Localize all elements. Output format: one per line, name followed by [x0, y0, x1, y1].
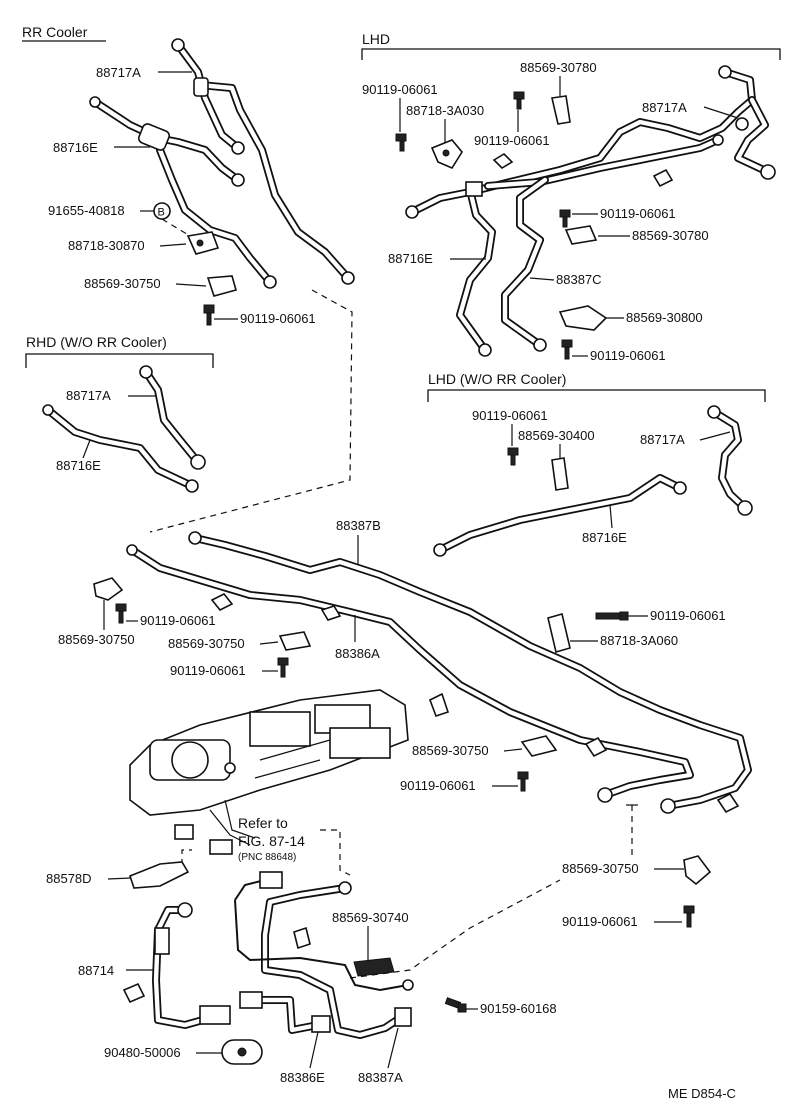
- label-88718-3a060: 88718-3A060: [600, 633, 678, 648]
- lhd-bolt-a: [395, 133, 407, 152]
- lhd-wo-pipes: [433, 405, 753, 557]
- label-main-88569-30750-c: 88569-30750: [412, 743, 489, 758]
- label-lhd-88717a: 88717A: [642, 100, 687, 115]
- label-rr-91655-40818: 91655-40818: [48, 203, 125, 218]
- lhdwo-bolt: [507, 447, 519, 466]
- rr-clamp-88718-30870: [186, 231, 220, 255]
- label-rr-90119-06061: 90119-06061: [240, 311, 316, 326]
- label-lhd-90119-c: 90119-06061: [600, 206, 676, 221]
- label-90480-50006: 90480-50006: [104, 1045, 181, 1060]
- label-lhd-90119-b: 90119-06061: [474, 133, 550, 148]
- lhd-bolt-d: [561, 339, 573, 360]
- main-bolt-c: [517, 771, 529, 792]
- rr-bolt-90119: [203, 304, 215, 326]
- section-title-rhd-wo: RHD (W/O RR Cooler): [26, 334, 167, 350]
- main-clip-c: [584, 736, 740, 814]
- rr-clamp-88569-30750: [206, 275, 237, 297]
- label-88387b: 88387B: [336, 518, 381, 533]
- main-bolt-b: [277, 657, 289, 678]
- rr-marker-b: B: [158, 207, 165, 219]
- section-title-rr-cooler: RR Cooler: [22, 24, 88, 40]
- section-title-lhd-wo: LHD (W/O RR Cooler): [428, 371, 566, 387]
- label-lhd-88718-3a030: 88718-3A030: [406, 103, 484, 118]
- lhd-bracket: [361, 48, 781, 60]
- rhd-wo-pipes: [42, 365, 206, 493]
- grommet-90480-50006: [221, 1039, 263, 1065]
- lhd-bolt-c: [559, 209, 571, 228]
- label-main-90119-c: 90119-06061: [400, 778, 476, 793]
- label-lhd-88569-30800: 88569-30800: [626, 310, 703, 325]
- label-88387a: 88387A: [358, 1070, 403, 1085]
- label-main-90119-b: 90119-06061: [170, 663, 246, 678]
- rr-cooler-pipes: [89, 38, 355, 289]
- main-clip-a: [210, 592, 342, 621]
- lhd-clip-a: [492, 152, 674, 188]
- main-pipes: [126, 531, 752, 814]
- label-88714: 88714: [78, 963, 114, 978]
- lhd-clamp-88569-30780-top: [551, 95, 571, 125]
- lhdwo-clamp-88569-30400: [551, 457, 569, 491]
- label-pnc-88648: (PNC 88648): [238, 852, 296, 863]
- label-lhdwo-88569-30400: 88569-30400: [518, 428, 595, 443]
- main-clamp-c: [520, 735, 558, 757]
- label-refer-to: Refer to: [238, 815, 288, 831]
- label-88386a: 88386A: [335, 646, 380, 661]
- label-lhd-90119-d: 90119-06061: [590, 348, 666, 363]
- rhd-wo-bracket: [25, 353, 214, 368]
- main-bolt-right: [595, 611, 629, 621]
- label-main-88569-30750-a: 88569-30750: [58, 632, 135, 647]
- main-clip-b: [428, 692, 450, 718]
- main-clamp-b: [278, 631, 312, 651]
- lhd-clamp-88569-30800: [558, 305, 608, 331]
- main-bolt-d: [683, 905, 695, 928]
- label-lhd-88387c: 88387C: [556, 272, 602, 287]
- label-main-90119-right: 90119-06061: [650, 608, 726, 623]
- dashed-connector-upper: [149, 289, 353, 533]
- lhd-wo-bracket: [427, 389, 766, 402]
- main-bolt-a: [115, 603, 127, 624]
- lhd-bolt-b: [513, 91, 525, 110]
- label-88386e: 88386E: [280, 1070, 325, 1085]
- label-lhd-90119-a: 90119-06061: [362, 82, 438, 97]
- label-rhd-88717a: 88717A: [66, 388, 111, 403]
- label-88578d: 88578D: [46, 871, 92, 886]
- lhd-bracket-88718-3a030: [430, 139, 463, 170]
- label-lhd-88716e: 88716E: [388, 251, 433, 266]
- label-lhd-88569-30780: 88569-30780: [632, 228, 709, 243]
- thermo-sensor-wire: [234, 871, 414, 992]
- bottom-bolt-90159: [444, 997, 467, 1013]
- label-lhdwo-88717a: 88717A: [640, 432, 685, 447]
- label-rr-88716e: 88716E: [53, 140, 98, 155]
- label-main-88569-30750-b: 88569-30750: [168, 636, 245, 651]
- label-lhdwo-88716e: 88716E: [582, 530, 627, 545]
- label-main-90119-d: 90119-06061: [562, 914, 638, 929]
- label-lhdwo-90119: 90119-06061: [472, 408, 548, 423]
- label-rr-88718-30870: 88718-30870: [68, 238, 145, 253]
- section-title-lhd: LHD: [362, 31, 390, 47]
- label-rr-88569-30750: 88569-30750: [84, 276, 161, 291]
- main-clamp-d: [683, 855, 712, 886]
- part-88578d-heat-shield: [129, 861, 190, 889]
- bottom-clip: [122, 926, 311, 1004]
- lhd-pipes: [405, 65, 776, 357]
- label-88569-30740: 88569-30740: [332, 910, 409, 925]
- label-main-88569-30750-d: 88569-30750: [562, 861, 639, 876]
- bottom-pipes: [152, 881, 412, 1039]
- main-clamp-a: [93, 577, 124, 601]
- label-lhd-88569-30780-top: 88569-30780: [520, 60, 597, 75]
- footer-drawing-code: ME D854-C: [668, 1086, 736, 1101]
- heater-unit: [129, 689, 409, 855]
- label-fig-87-14: FIG. 87-14: [238, 833, 305, 849]
- label-90159-60168: 90159-60168: [480, 1001, 557, 1016]
- label-rhd-88716e: 88716E: [56, 458, 101, 473]
- label-rr-88717a: 88717A: [96, 65, 141, 80]
- main-bracket-88718-3a060: [547, 613, 571, 653]
- label-main-90119-a: 90119-06061: [140, 613, 216, 628]
- lhd-clamp-88569-30780: [564, 225, 598, 245]
